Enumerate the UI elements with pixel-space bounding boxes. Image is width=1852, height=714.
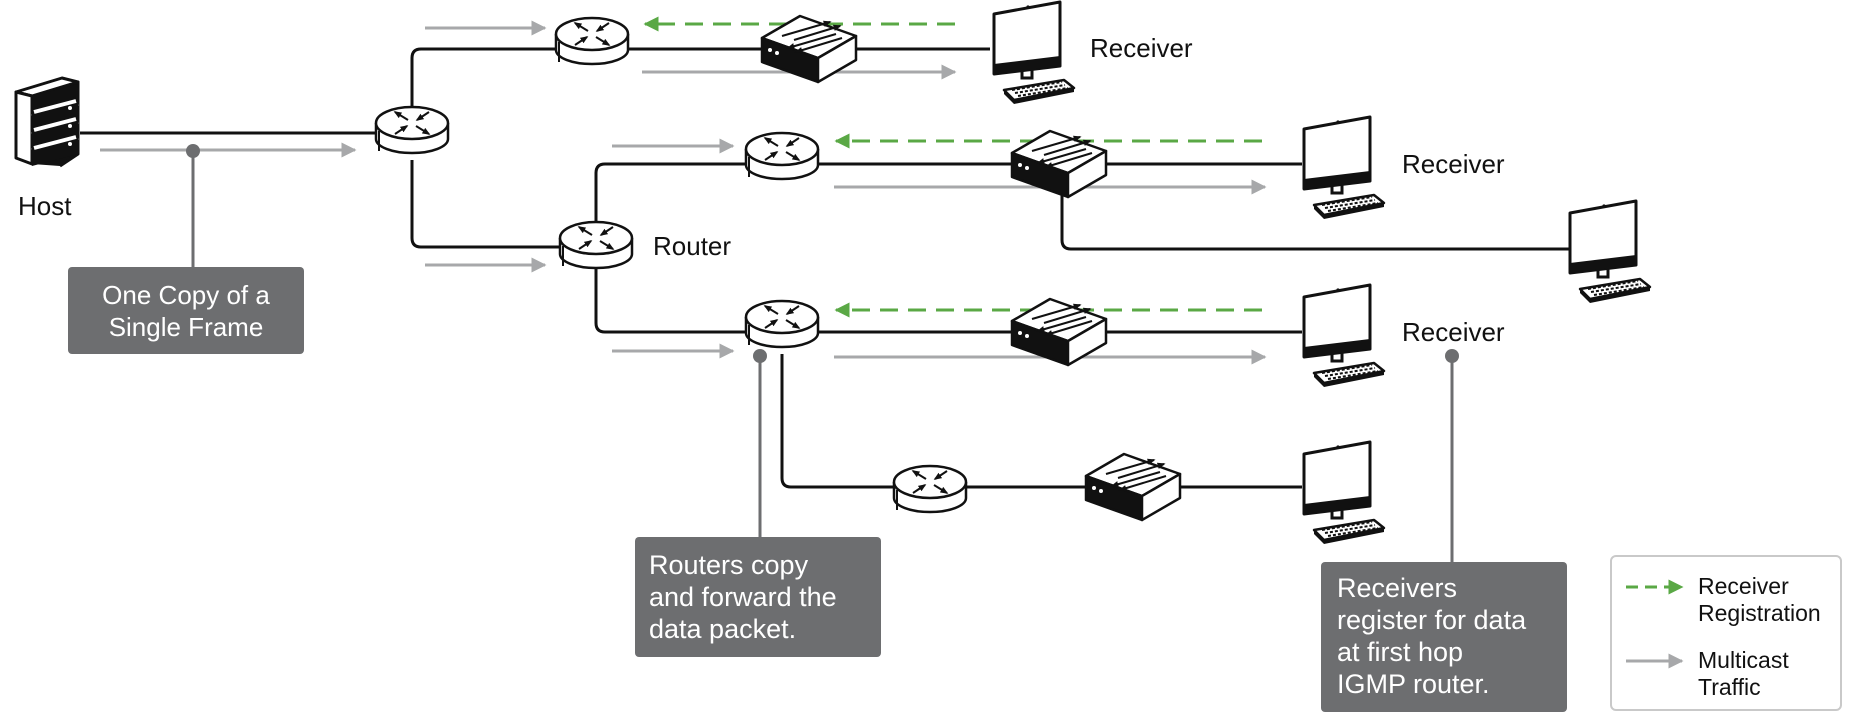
router-icon [376,107,448,153]
router-icon [746,133,818,179]
callout-pointers [186,144,1459,563]
callout-single-frame-text: One Copy of a Single Frame [102,280,270,342]
legend-swatches [1626,579,1684,669]
desktop-computer-icon [1568,199,1652,305]
router-icon [560,222,632,268]
desktop-computer-icon [1302,440,1386,546]
router-label: Router [653,231,731,261]
legend: Receiver Registration Multicast Traffic [1610,555,1842,711]
router-icon [746,301,818,347]
callout-receivers-register: Receivers register for data at first hop… [1321,562,1567,712]
link-core-mid [410,160,560,249]
network-links [80,47,1570,489]
server-icon [14,76,80,168]
desktop-computer-icon [1302,115,1386,221]
router-icon [894,466,966,512]
desktop-computer-icon [992,0,1076,106]
link-switch-receiver-right [1060,184,1570,251]
switch-icon [1086,454,1180,520]
link-core-top [410,47,560,113]
callout-single-frame: One Copy of a Single Frame [68,267,304,354]
link-mid-lower [594,266,746,334]
receiver-label: Receiver [1402,317,1505,347]
router-icon [556,18,628,64]
legend-multicast-label: Multicast Traffic [1698,647,1789,700]
link-bottom-branch [780,354,1302,489]
link-mid-upper [594,162,746,225]
host-label: Host [18,191,72,221]
callout-receivers-register-text: Receivers register for data at first hop… [1337,573,1527,699]
receiver-registration-arrows [643,16,1262,318]
receiver-label: Receiver [1090,33,1193,63]
desktop-computer-icon [1302,283,1386,389]
callout-routers-copy-text: Routers copy and forward the data packet… [649,550,837,644]
legend-registration-label: Receiver Registration [1698,573,1821,626]
receiver-label: Receiver [1402,149,1505,179]
callout-routers-copy: Routers copy and forward the data packet… [635,537,881,657]
